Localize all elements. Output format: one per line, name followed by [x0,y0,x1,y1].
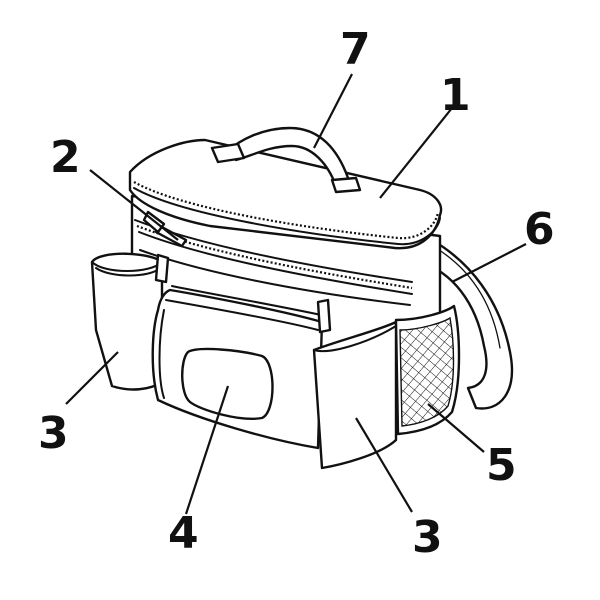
leader-7 [313,73,353,149]
callout-5: 5 [486,440,517,491]
leader-4 [184,385,230,515]
lid [128,138,443,250]
leader-5 [427,403,485,453]
leader-1 [379,107,453,199]
leader-2 [89,169,179,241]
callout-1: 1 [440,70,471,121]
leader-lines [65,73,527,515]
front-window [181,347,274,420]
mesh-pocket [394,304,461,436]
callout-2: 2 [50,132,81,183]
callout-3-right: 3 [412,512,443,563]
callout-4: 4 [168,508,199,559]
side-pocket-right [312,298,398,470]
callout-6: 6 [524,204,555,255]
leader-3-left [65,351,119,405]
leader-3-right [355,417,413,513]
callout-3-left: 3 [38,408,69,459]
leader-6 [451,243,527,283]
callout-7: 7 [340,24,371,75]
